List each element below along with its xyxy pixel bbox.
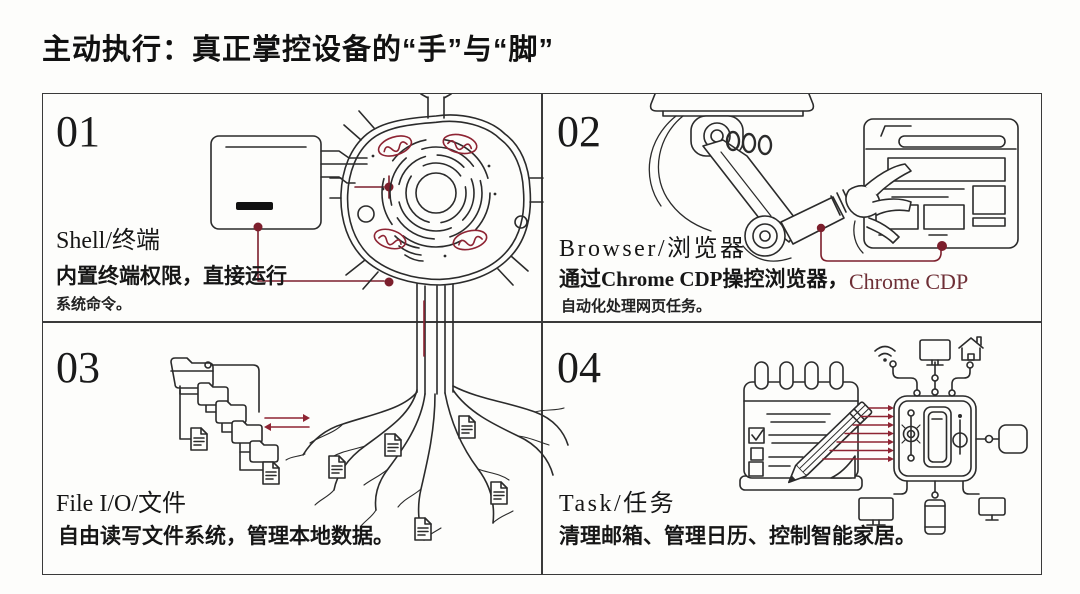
quadrant-description: 清理邮箱、管理日历、控制智能家居。 <box>559 524 916 548</box>
quadrant-grid: 01 Shell/终端 内置终端权限，直接运行 系统命令。 02 Browser… <box>42 93 1042 575</box>
display-icon <box>979 498 1005 520</box>
browser-window-icon <box>864 119 1018 248</box>
read-write-arrows-icon <box>264 414 310 431</box>
bolts-icon <box>727 132 771 154</box>
cdp-connector <box>816 223 947 261</box>
monitor-icon <box>859 498 893 525</box>
task-arrows <box>823 405 894 462</box>
house-icon <box>959 337 983 360</box>
notepad-checklist-icon <box>740 362 862 490</box>
mitochondria-icon <box>372 132 489 253</box>
tree-roots-icon <box>286 386 568 540</box>
page-title: 主动执行：真正掌控设备的“手”与“脚” <box>42 34 555 66</box>
quadrant-number: 04 <box>557 343 601 392</box>
quadrant-number: 01 <box>56 107 100 156</box>
quadrant-description: 通过Chrome CDP操控浏览器， <box>559 267 849 291</box>
quadrant-heading: Task/任务 <box>559 491 677 517</box>
grid-divider-vertical <box>541 94 543 574</box>
folder-tree-icon <box>171 358 279 484</box>
quadrant-subdescription: 系统命令。 <box>56 297 132 313</box>
wifi-icon <box>875 347 895 362</box>
quadrant-description: 自由读写文件系统，管理本地数据。 <box>58 524 394 548</box>
phone-icon <box>925 500 945 534</box>
document-icon <box>329 416 507 540</box>
chrome-cdp-callout: Chrome CDP <box>849 269 969 294</box>
quadrant-description: 内置终端权限，直接运行 <box>56 264 287 288</box>
quadrant-heading: Browser/浏览器 <box>559 236 747 262</box>
illustration-canvas <box>43 94 1043 576</box>
quadrant-number: 02 <box>557 107 601 156</box>
quadrant-heading: File I/O/文件 <box>56 491 186 517</box>
device-links <box>859 337 1027 534</box>
smart-plug-icon <box>999 425 1027 453</box>
quadrant-number: 03 <box>56 343 100 392</box>
smart-home-panel-icon <box>894 396 976 481</box>
pencil-icon <box>784 401 873 488</box>
terminal-window-icon <box>211 136 367 229</box>
plant-cell-icon <box>330 94 543 394</box>
quadrant-heading: Shell/终端 <box>56 228 161 254</box>
grid-divider-horizontal <box>43 321 1041 323</box>
quadrant-subdescription: 自动化处理网页任务。 <box>561 299 712 315</box>
monitor-icon <box>920 340 950 365</box>
